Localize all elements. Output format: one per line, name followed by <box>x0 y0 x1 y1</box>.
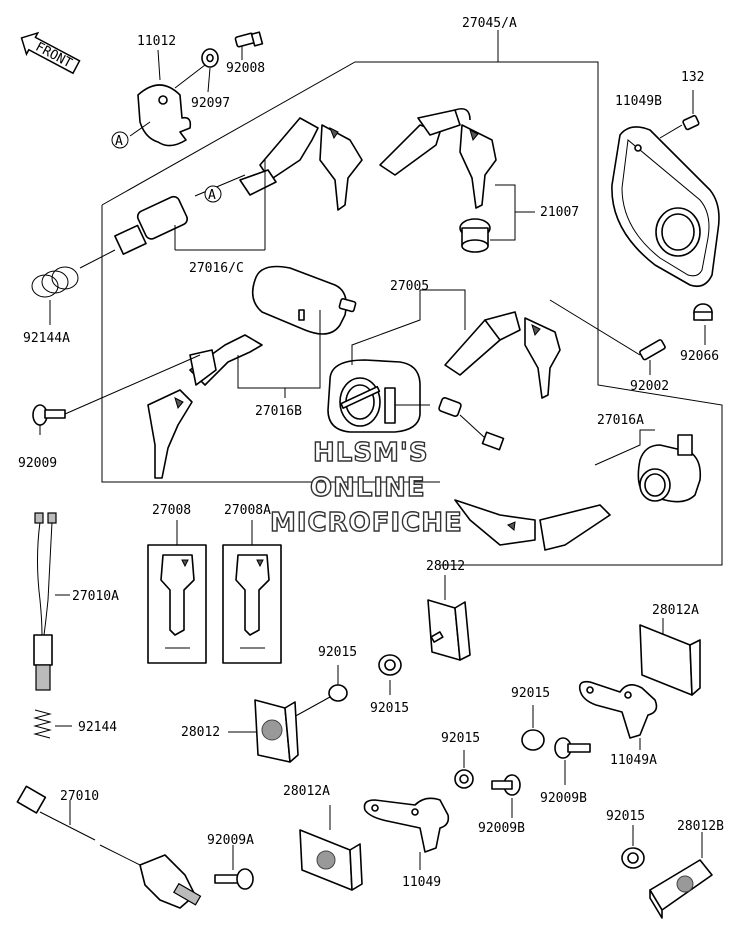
svg-text:A: A <box>208 188 216 203</box>
label-28012-top: 28012 <box>426 559 465 574</box>
key-blank-pair <box>239 117 363 211</box>
label-92009: 92009 <box>18 456 57 471</box>
reflector-28012-mid <box>228 699 299 763</box>
label-28012a-bottom: 28012A <box>283 784 330 799</box>
label-11049: 11049 <box>402 875 441 890</box>
watermark-line-1: HLSM'S <box>313 438 429 468</box>
label-11012: 11012 <box>137 34 176 49</box>
label-132: 132 <box>681 70 704 85</box>
label-27016b: 27016B <box>255 404 302 419</box>
switch-27010 <box>16 785 202 909</box>
label-92015-d: 92015 <box>441 731 480 746</box>
label-28012a-right: 28012A <box>652 603 699 618</box>
label-92097: 92097 <box>191 96 230 111</box>
bracket-11049 <box>363 797 450 870</box>
label-92144a: 92144A <box>23 331 70 346</box>
label-27010a: 27010A <box>72 589 119 604</box>
key-tag-27008 <box>147 520 207 664</box>
label-28012b: 28012B <box>677 819 724 834</box>
label-92144: 92144 <box>78 720 117 735</box>
label-92015-c: 92015 <box>511 686 550 701</box>
bolt-92009b-right <box>554 737 591 785</box>
label-27008a: 27008A <box>224 503 271 518</box>
screw-92009a <box>214 845 254 890</box>
bracket-11049a <box>578 680 658 750</box>
label-27016a: 27016A <box>597 413 644 428</box>
screw-132 <box>682 90 700 131</box>
bracket-11012: A <box>111 49 192 149</box>
bolt-92009b-mid <box>491 774 521 818</box>
label-92015-e: 92015 <box>606 809 645 824</box>
watermark-line-2: ONLINE <box>310 473 426 503</box>
seat-lock-27016b <box>251 265 357 335</box>
ignition-switch-27005 <box>327 289 505 451</box>
key-pair-top-right <box>379 107 497 209</box>
label-21007: 21007 <box>540 205 579 220</box>
bolt-92008 <box>234 31 264 60</box>
label-92009a: 92009A <box>207 833 254 848</box>
label-27005: 27005 <box>390 279 429 294</box>
reflector-28012b <box>649 832 713 919</box>
label-27008: 27008 <box>152 503 191 518</box>
label-27016c: 27016/C <box>189 261 244 276</box>
label-11049b: 11049B <box>615 94 662 109</box>
reflector-28012a-bottom <box>299 805 363 891</box>
washer-92097 <box>174 48 219 93</box>
switch-wire-27010a <box>33 512 70 691</box>
nut-92015-c <box>521 705 545 751</box>
label-92009b-right: 92009B <box>540 791 587 806</box>
reflector-28012a-right <box>639 618 701 696</box>
label-92002: 92002 <box>630 379 669 394</box>
lock-27016a <box>594 429 702 503</box>
assembly-outline <box>101 205 440 483</box>
nut-92015-d <box>454 750 474 789</box>
nut-92015-e <box>621 825 645 869</box>
bolt-92002 <box>549 299 666 375</box>
grommet-92066 <box>693 303 713 345</box>
spring-92144a <box>31 266 79 325</box>
key-pair-27016b <box>147 310 321 479</box>
watermark-line-3: MICROFICHE <box>270 508 463 538</box>
cap-21007 <box>459 184 535 253</box>
key-pair-27005 <box>444 311 561 399</box>
svg-text:A: A <box>115 134 123 149</box>
label-92015-a: 92015 <box>318 645 357 660</box>
reflector-28012-top <box>427 575 471 661</box>
nut-92015-a <box>378 654 402 695</box>
key-pair-27016a <box>454 499 611 551</box>
front-label: FRONT <box>33 40 75 72</box>
spring-92144 <box>33 709 72 739</box>
label-27045a: 27045/A <box>462 16 517 31</box>
label-11049a: 11049A <box>610 753 657 768</box>
label-92066: 92066 <box>680 349 719 364</box>
cover-plate-11049b <box>611 124 720 288</box>
screw-92009 <box>32 354 201 435</box>
label-28012-mid: 28012 <box>181 725 220 740</box>
nut-92015-b <box>291 665 348 719</box>
label-27010: 27010 <box>60 789 99 804</box>
label-92009b-mid: 92009B <box>478 821 525 836</box>
key-tag-27008a <box>222 520 282 664</box>
label-92015-b: 92015 <box>370 701 409 716</box>
label-92008: 92008 <box>226 61 265 76</box>
front-arrow-icon: FRONT <box>20 31 81 75</box>
lock-cylinder-27016c: A <box>79 160 266 269</box>
